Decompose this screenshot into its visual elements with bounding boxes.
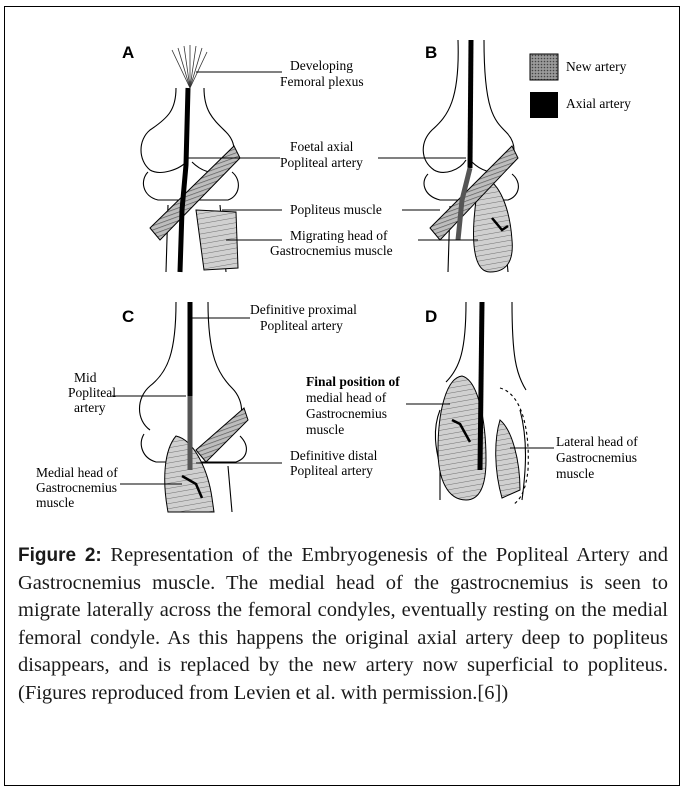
label-definitive-distal: Definitive distal: [290, 448, 378, 463]
panel-b: B New artery Axial artery: [378, 39, 631, 273]
label-final-gastrocnemius: Gastrocnemius: [306, 406, 387, 421]
popliteal-artery-d: [477, 301, 485, 471]
leader-lines-b: [378, 157, 478, 241]
migrating-gastrocnemius-a: [195, 209, 239, 271]
lateral-gastrocnemius-d: [495, 419, 521, 499]
migration-arrow-c: [181, 474, 204, 499]
caption-label: Figure 2:: [18, 545, 102, 566]
panel-b-letter: B: [425, 43, 437, 62]
label-definitive-proximal: Definitive proximal: [250, 302, 357, 317]
label-lateral-head: Lateral head of: [556, 434, 638, 449]
femoral-plexus-drawing: [171, 45, 208, 89]
label-femoral-plexus: Femoral plexus: [280, 74, 364, 89]
label-popliteus-muscle: Popliteus muscle: [290, 202, 382, 217]
label-lateral-muscle: muscle: [556, 466, 594, 481]
axial-artery-b: [467, 39, 474, 169]
label-foetal-axial: Foetal axial: [290, 139, 354, 154]
label-foetal-popliteal: Popliteal artery: [280, 155, 363, 170]
label-medial-gastrocnemius: Gastrocnemius: [36, 480, 117, 495]
label-developing: Developing: [290, 58, 353, 73]
legend-axial-artery-label: Axial artery: [566, 96, 631, 111]
embryogenesis-figure: A Developing Femoral plexus F: [36, 39, 638, 513]
panel-c-letter: C: [122, 307, 134, 326]
label-gastrocnemius-muscle: Gastrocnemius muscle: [270, 243, 393, 258]
migration-arrow-b: [491, 217, 509, 232]
label-medial-head: Medial head of: [36, 465, 118, 480]
panel-c: C Definitive proximal Popliteal artery M…: [36, 301, 378, 513]
label-mid: Mid: [74, 370, 97, 385]
panel-a-letter: A: [122, 43, 134, 62]
leader-lines-a: [188, 71, 282, 241]
femur-d-drawing: [434, 301, 529, 505]
popliteus-muscle-c: [195, 407, 249, 463]
label-final-muscle: muscle: [306, 422, 344, 437]
leader-lines-c: [112, 317, 282, 485]
label-lateral-gastrocnemius: Gastrocnemius: [556, 450, 637, 465]
panel-d-letter: D: [425, 307, 437, 326]
legend-axial-artery-swatch: [530, 92, 558, 118]
label-distal-popliteal: Popliteal artery: [290, 463, 373, 478]
label-final-position: Final position of: [306, 374, 400, 389]
popliteus-muscle-b: [429, 145, 519, 241]
axial-artery-a: [177, 87, 191, 273]
migrating-gastrocnemius-b: [473, 177, 513, 273]
new-artery-b: [455, 167, 473, 241]
label-final-medial-head: medial head of: [306, 390, 387, 405]
legend-new-artery-label: New artery: [566, 59, 627, 74]
label-mid-popliteal: Popliteal: [68, 385, 116, 400]
label-migrating-head: Migrating head of: [290, 228, 388, 243]
caption-text: Representation of the Embryogenesis of t…: [18, 544, 669, 704]
label-proximal-popliteal: Popliteal artery: [260, 318, 343, 333]
migration-arrow-d: [451, 418, 472, 443]
label-medial-muscle: muscle: [36, 495, 74, 510]
leader-lines-d: [406, 403, 554, 449]
figure-caption: Figure 2: Representation of the Embryoge…: [18, 542, 668, 707]
medial-gastrocnemius-c: [164, 435, 215, 513]
legend-new-artery-swatch: [529, 53, 559, 81]
panel-a: A Developing Femoral plexus F: [122, 43, 393, 273]
panel-d: D Final position of medial head of Gastr…: [306, 301, 638, 505]
label-mid-artery: artery: [74, 400, 106, 415]
